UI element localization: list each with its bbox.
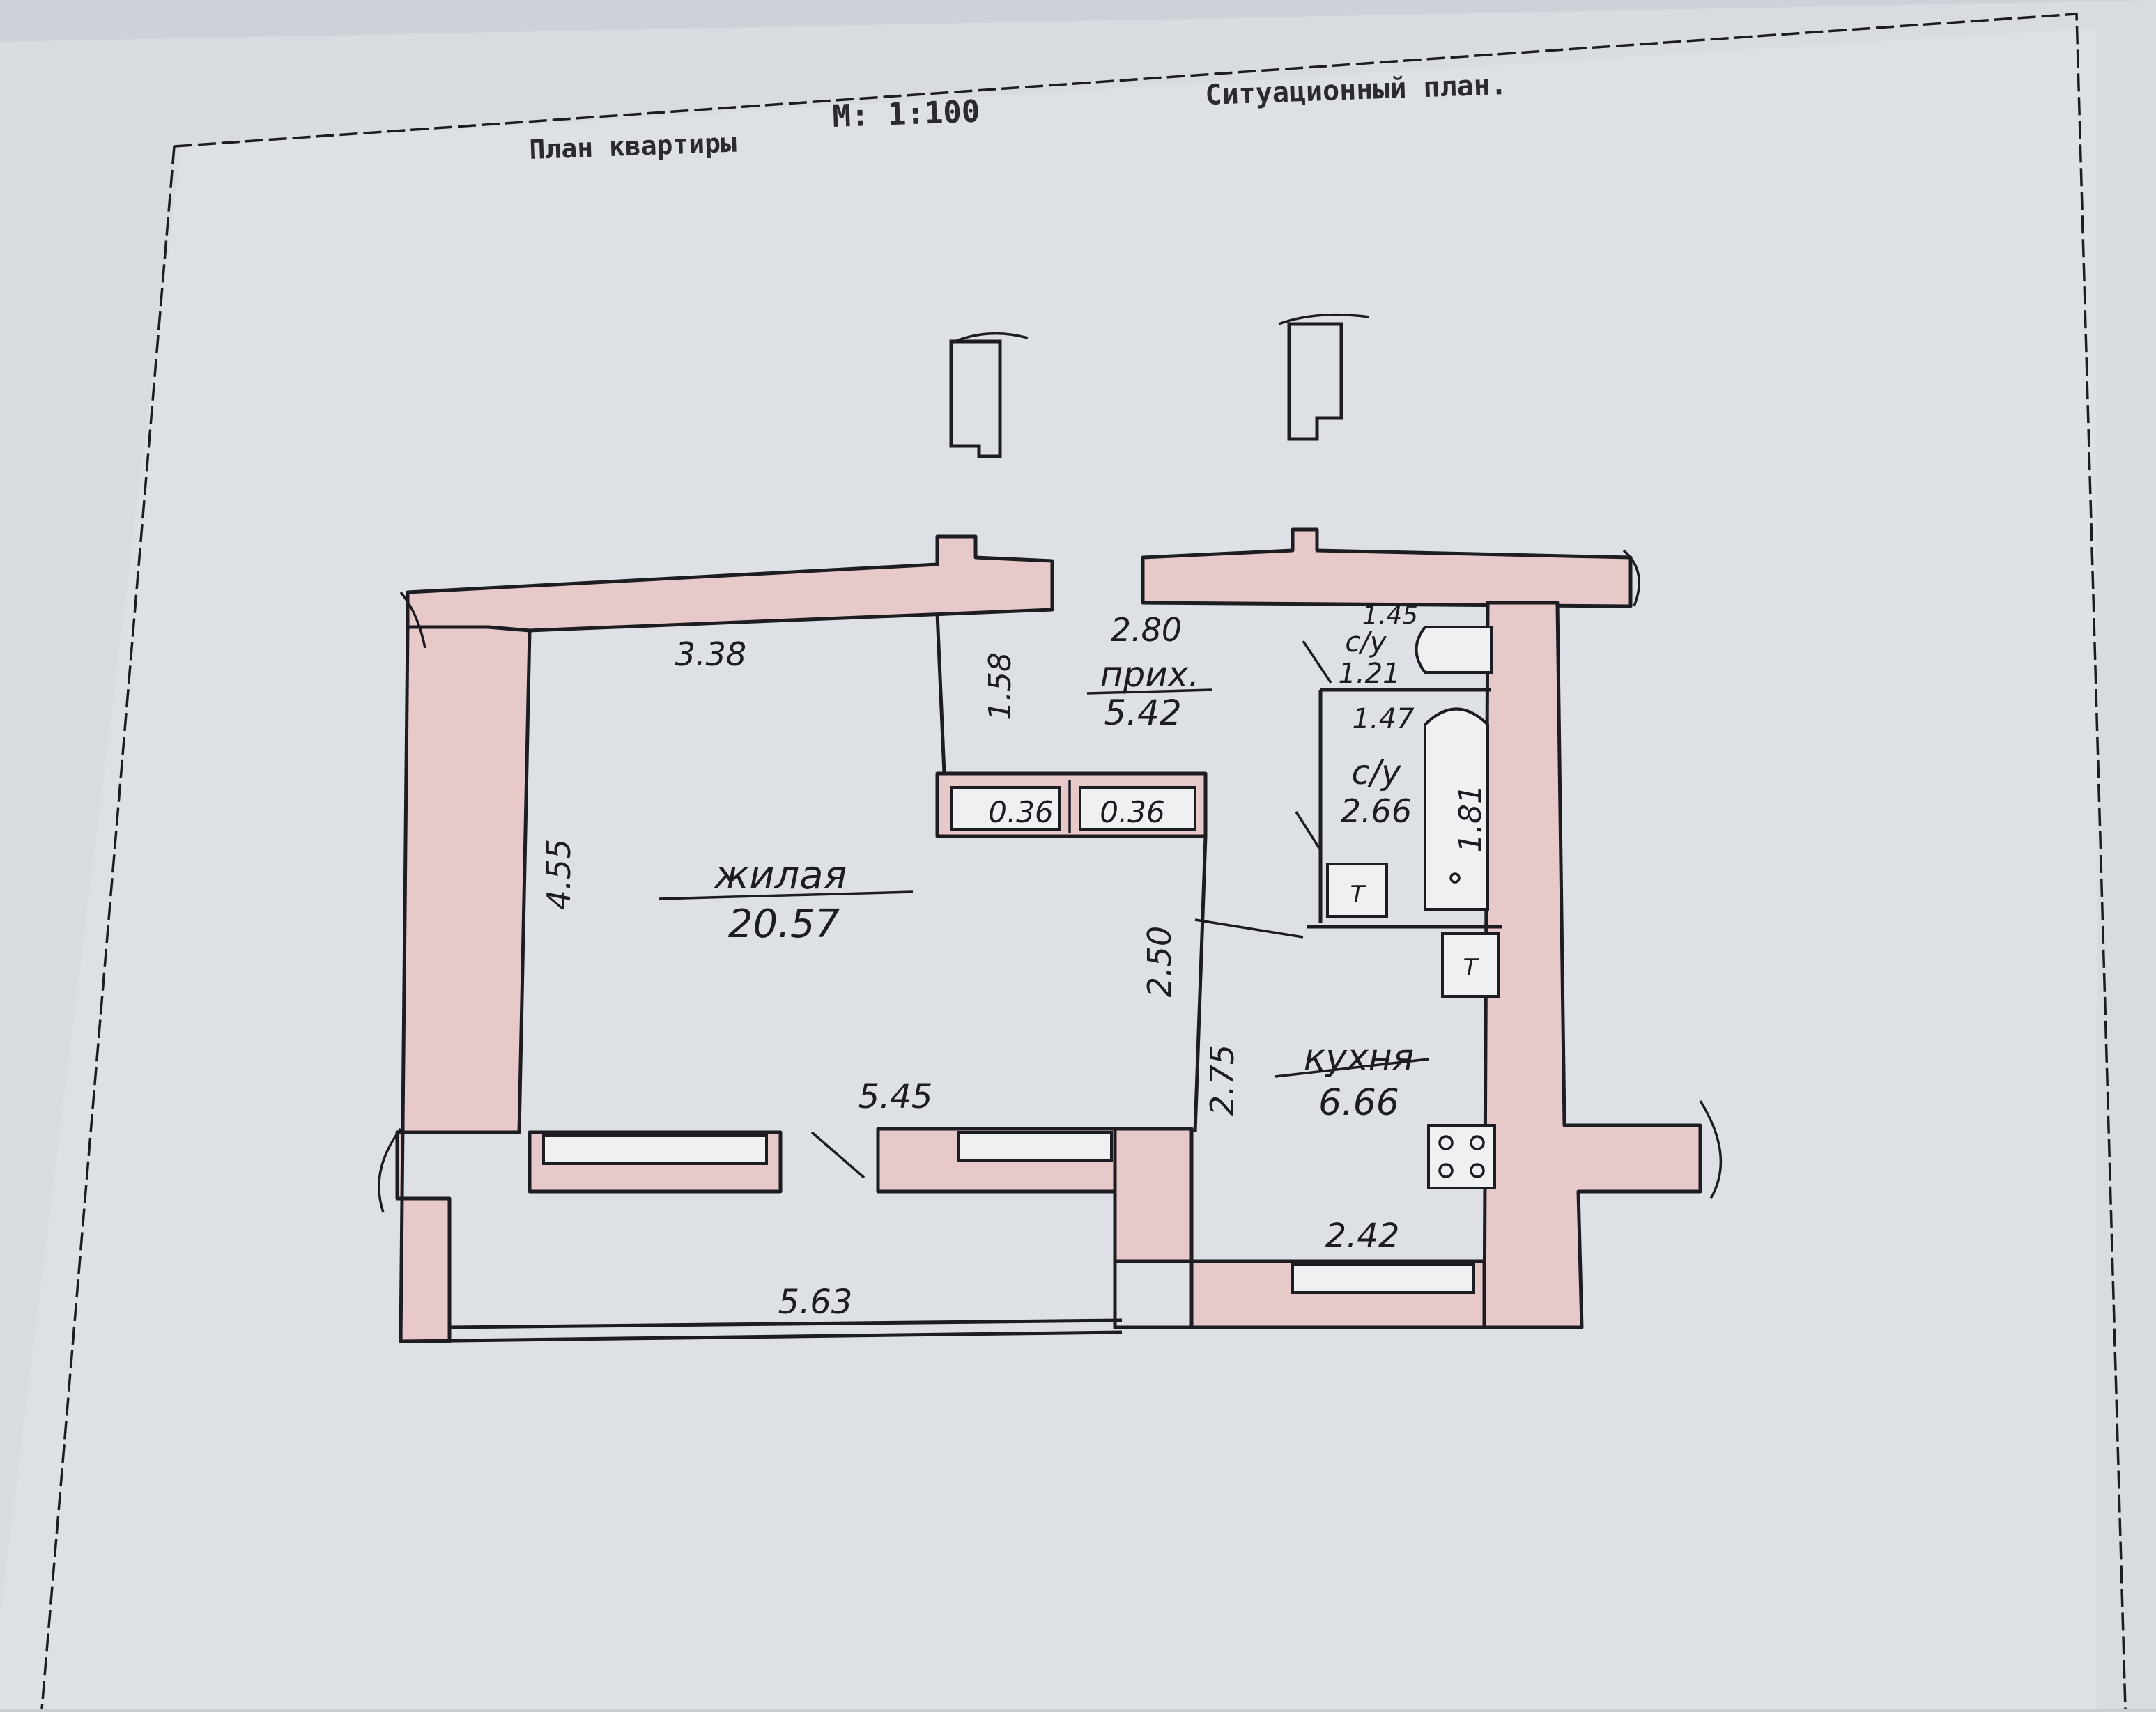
partition-hall-living-lower xyxy=(1193,835,1208,1133)
kitchen-door-swing xyxy=(1194,918,1304,939)
kitchen-heater-icon xyxy=(1441,932,1500,998)
stove-burner-1-icon xyxy=(1438,1135,1454,1150)
kitchen-label-underline xyxy=(1275,1058,1429,1078)
wall-break-r xyxy=(1699,1100,1723,1199)
kitchen-heater-mark: Т xyxy=(1463,954,1479,982)
room-hall-area: 5.42 xyxy=(1104,693,1181,733)
dim-bath-length: 1.81 xyxy=(1453,785,1488,853)
closet-b xyxy=(1079,786,1196,831)
room-bath-area: 2.66 xyxy=(1341,792,1412,830)
right-wall xyxy=(1482,601,1702,1329)
toilet-icon xyxy=(1415,626,1493,674)
dim-closet-b: 0.36 xyxy=(1100,795,1165,829)
bath-heater-icon xyxy=(1326,863,1388,918)
hall-label-underline xyxy=(1086,688,1213,695)
balcony-rail-outer xyxy=(400,1330,1123,1343)
frame-top-right xyxy=(174,13,2127,1710)
closet-a xyxy=(950,786,1061,831)
dim-hall-partition: 2.50 xyxy=(1141,926,1178,997)
room-hall-label: прих. xyxy=(1100,654,1199,695)
kitchen-corner-wall xyxy=(1113,1127,1194,1263)
wall-break-l xyxy=(378,1127,402,1213)
kitchen-window-pane xyxy=(1291,1263,1475,1294)
frame-left xyxy=(40,146,176,1710)
room-living-label: жилая xyxy=(713,853,847,898)
dim-living-right-partition: 1.58 xyxy=(983,652,1018,720)
vent-break-left xyxy=(954,332,1029,343)
dim-living-left: 4.55 xyxy=(540,839,578,910)
wall-break-tr xyxy=(1622,549,1640,607)
stove-burner-4-icon xyxy=(1470,1163,1485,1178)
dim-living-window-wall: 5.45 xyxy=(858,1077,933,1116)
dim-bath-width: 1.47 xyxy=(1352,703,1415,735)
stove-burner-3-icon xyxy=(1438,1163,1454,1178)
room-kitchen-label: кухня xyxy=(1304,1037,1414,1079)
dim-living-top: 3.38 xyxy=(675,635,746,673)
dim-hall-width: 2.80 xyxy=(1111,611,1182,649)
top-wall-right xyxy=(1141,527,1633,608)
stove-icon xyxy=(1427,1124,1496,1189)
bathtub-icon xyxy=(1424,707,1489,911)
dim-balcony-length: 5.63 xyxy=(778,1283,853,1322)
kitchen-bottom-left xyxy=(1113,1192,1192,1329)
room-wc-area: 1.21 xyxy=(1338,658,1400,690)
scale-label: М: 1:100 xyxy=(832,94,981,134)
bath-door-swing xyxy=(1295,811,1322,851)
vent-block-right xyxy=(1287,322,1343,441)
dim-closet-a: 0.36 xyxy=(988,795,1054,829)
left-wall xyxy=(395,625,532,1343)
plan-title: План квартиры xyxy=(529,128,737,165)
room-wc-label: с/у xyxy=(1345,626,1387,658)
dim-kitchen-width: 2.42 xyxy=(1325,1217,1400,1256)
dim-5-45-leader xyxy=(810,1131,865,1179)
balcony-door-pane xyxy=(957,1131,1113,1162)
partition-living-hall xyxy=(935,612,946,774)
stove-burner-2-icon xyxy=(1470,1135,1485,1150)
vent-break-right xyxy=(1278,313,1370,325)
dim-kitchen-side: 2.75 xyxy=(1203,1044,1241,1116)
bathtub-drain-icon xyxy=(1449,872,1461,884)
wall-break-tl xyxy=(399,591,426,649)
living-window-pane xyxy=(542,1134,768,1165)
room-bath-label: с/у xyxy=(1352,753,1402,792)
bath-heater-mark: Т xyxy=(1350,881,1366,909)
vent-block-left xyxy=(949,339,1002,458)
living-label-underline xyxy=(658,890,914,900)
wc-door-swing xyxy=(1302,640,1332,684)
room-living-area: 20.57 xyxy=(728,902,840,947)
balcony-rail-inner xyxy=(449,1318,1123,1329)
room-kitchen-area: 6.66 xyxy=(1318,1082,1399,1124)
dim-wc-width: 1.45 xyxy=(1362,601,1418,630)
